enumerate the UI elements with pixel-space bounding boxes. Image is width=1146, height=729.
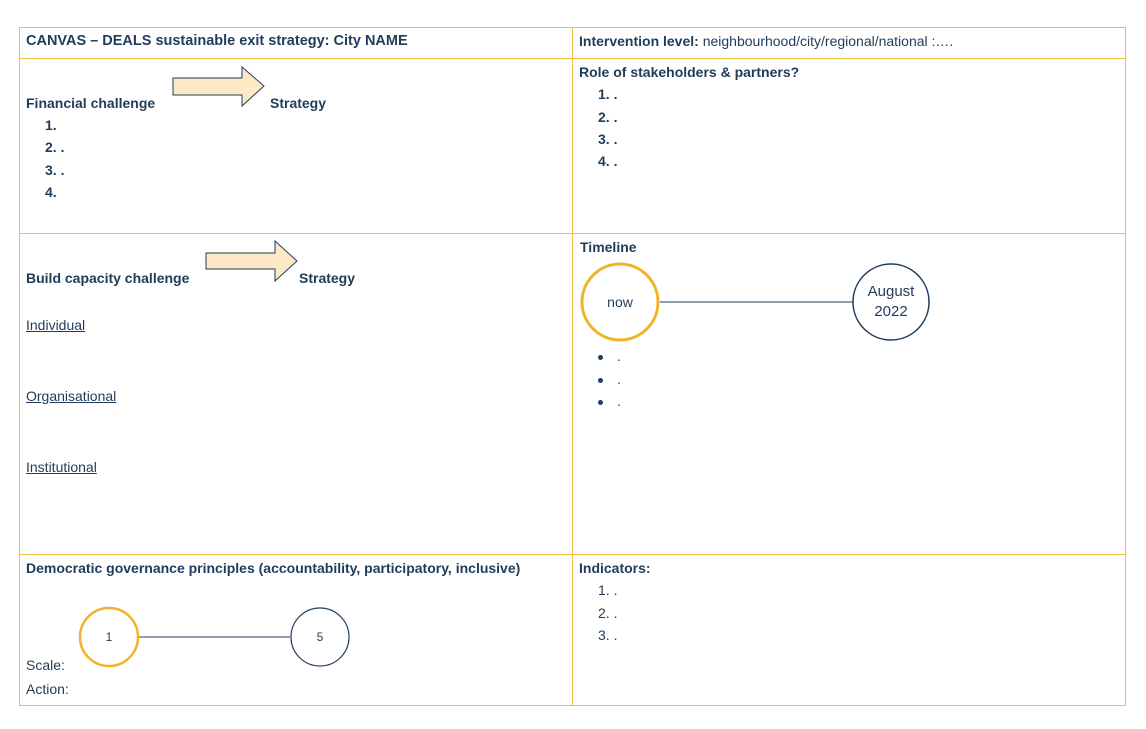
stakeholders-item: 3. .: [598, 131, 618, 147]
indicators-item: 3. .: [598, 627, 618, 643]
scale-label: Scale:: [26, 657, 65, 673]
timeline-bullet-icon: [598, 400, 603, 405]
governance-heading: Democratic governance principles (accoun…: [26, 560, 521, 576]
scale-min-circle: [78, 606, 140, 668]
indicators-item: 2. .: [598, 605, 618, 621]
stakeholders-item: 2. .: [598, 109, 618, 125]
financial-strategy-label: Strategy: [270, 95, 327, 111]
financial-item: 4.: [45, 184, 57, 200]
intervention-level: Intervention level: neighbourhood/city/r…: [579, 33, 953, 49]
capacity-level-individual: Individual: [26, 317, 86, 333]
scale-max-circle: [290, 607, 350, 667]
scale-min-label: 1: [105, 630, 113, 644]
timeline-bullet-text: .: [617, 348, 621, 364]
action-label: Action:: [26, 681, 69, 697]
stakeholders-cell: [572, 58, 1126, 234]
timeline-start-label: now: [607, 294, 633, 310]
timeline-end-label-line2: 2022: [874, 303, 908, 320]
timeline-end-label-line1: August: [867, 283, 915, 300]
timeline-start-circle: [580, 262, 660, 342]
timeline-bullet-icon: [598, 355, 603, 360]
capacity-level-institutional: Institutional: [26, 459, 97, 475]
financial-item: 3. .: [45, 162, 65, 178]
capacity-heading: Build capacity challenge: [26, 270, 190, 286]
timeline-bullet-text: .: [617, 393, 621, 409]
timeline-bullet-text: .: [617, 371, 621, 387]
financial-cell: [19, 58, 573, 234]
financial-arrow-icon: [172, 65, 265, 108]
financial-item: 1.: [45, 117, 57, 133]
intervention-value: neighbourhood/city/regional/national :….: [698, 33, 954, 49]
scale-max-label: 5: [316, 630, 324, 644]
timeline-heading: Timeline: [580, 239, 637, 255]
capacity-arrow-icon: [205, 239, 298, 283]
financial-item: 2. .: [45, 139, 65, 155]
indicators-cell: [572, 554, 1126, 706]
capacity-level-organisational: Organisational: [26, 388, 117, 404]
indicators-heading: Indicators:: [579, 560, 651, 576]
timeline-diagram: [580, 262, 930, 342]
governance-scale-diagram: [78, 606, 350, 668]
stakeholders-item: 4. .: [598, 153, 618, 169]
timeline-end-circle: [852, 263, 930, 341]
stakeholders-item: 1. .: [598, 86, 618, 102]
capacity-strategy-label: Strategy: [299, 270, 356, 286]
timeline-bullet-icon: [598, 378, 603, 383]
intervention-label: Intervention level:: [579, 33, 699, 49]
financial-heading: Financial challenge: [26, 95, 156, 111]
stakeholders-heading: Role of stakeholders & partners?: [579, 64, 800, 80]
indicators-item: 1. .: [598, 582, 618, 598]
canvas-title: CANVAS – DEALS sustainable exit strategy…: [26, 33, 408, 49]
